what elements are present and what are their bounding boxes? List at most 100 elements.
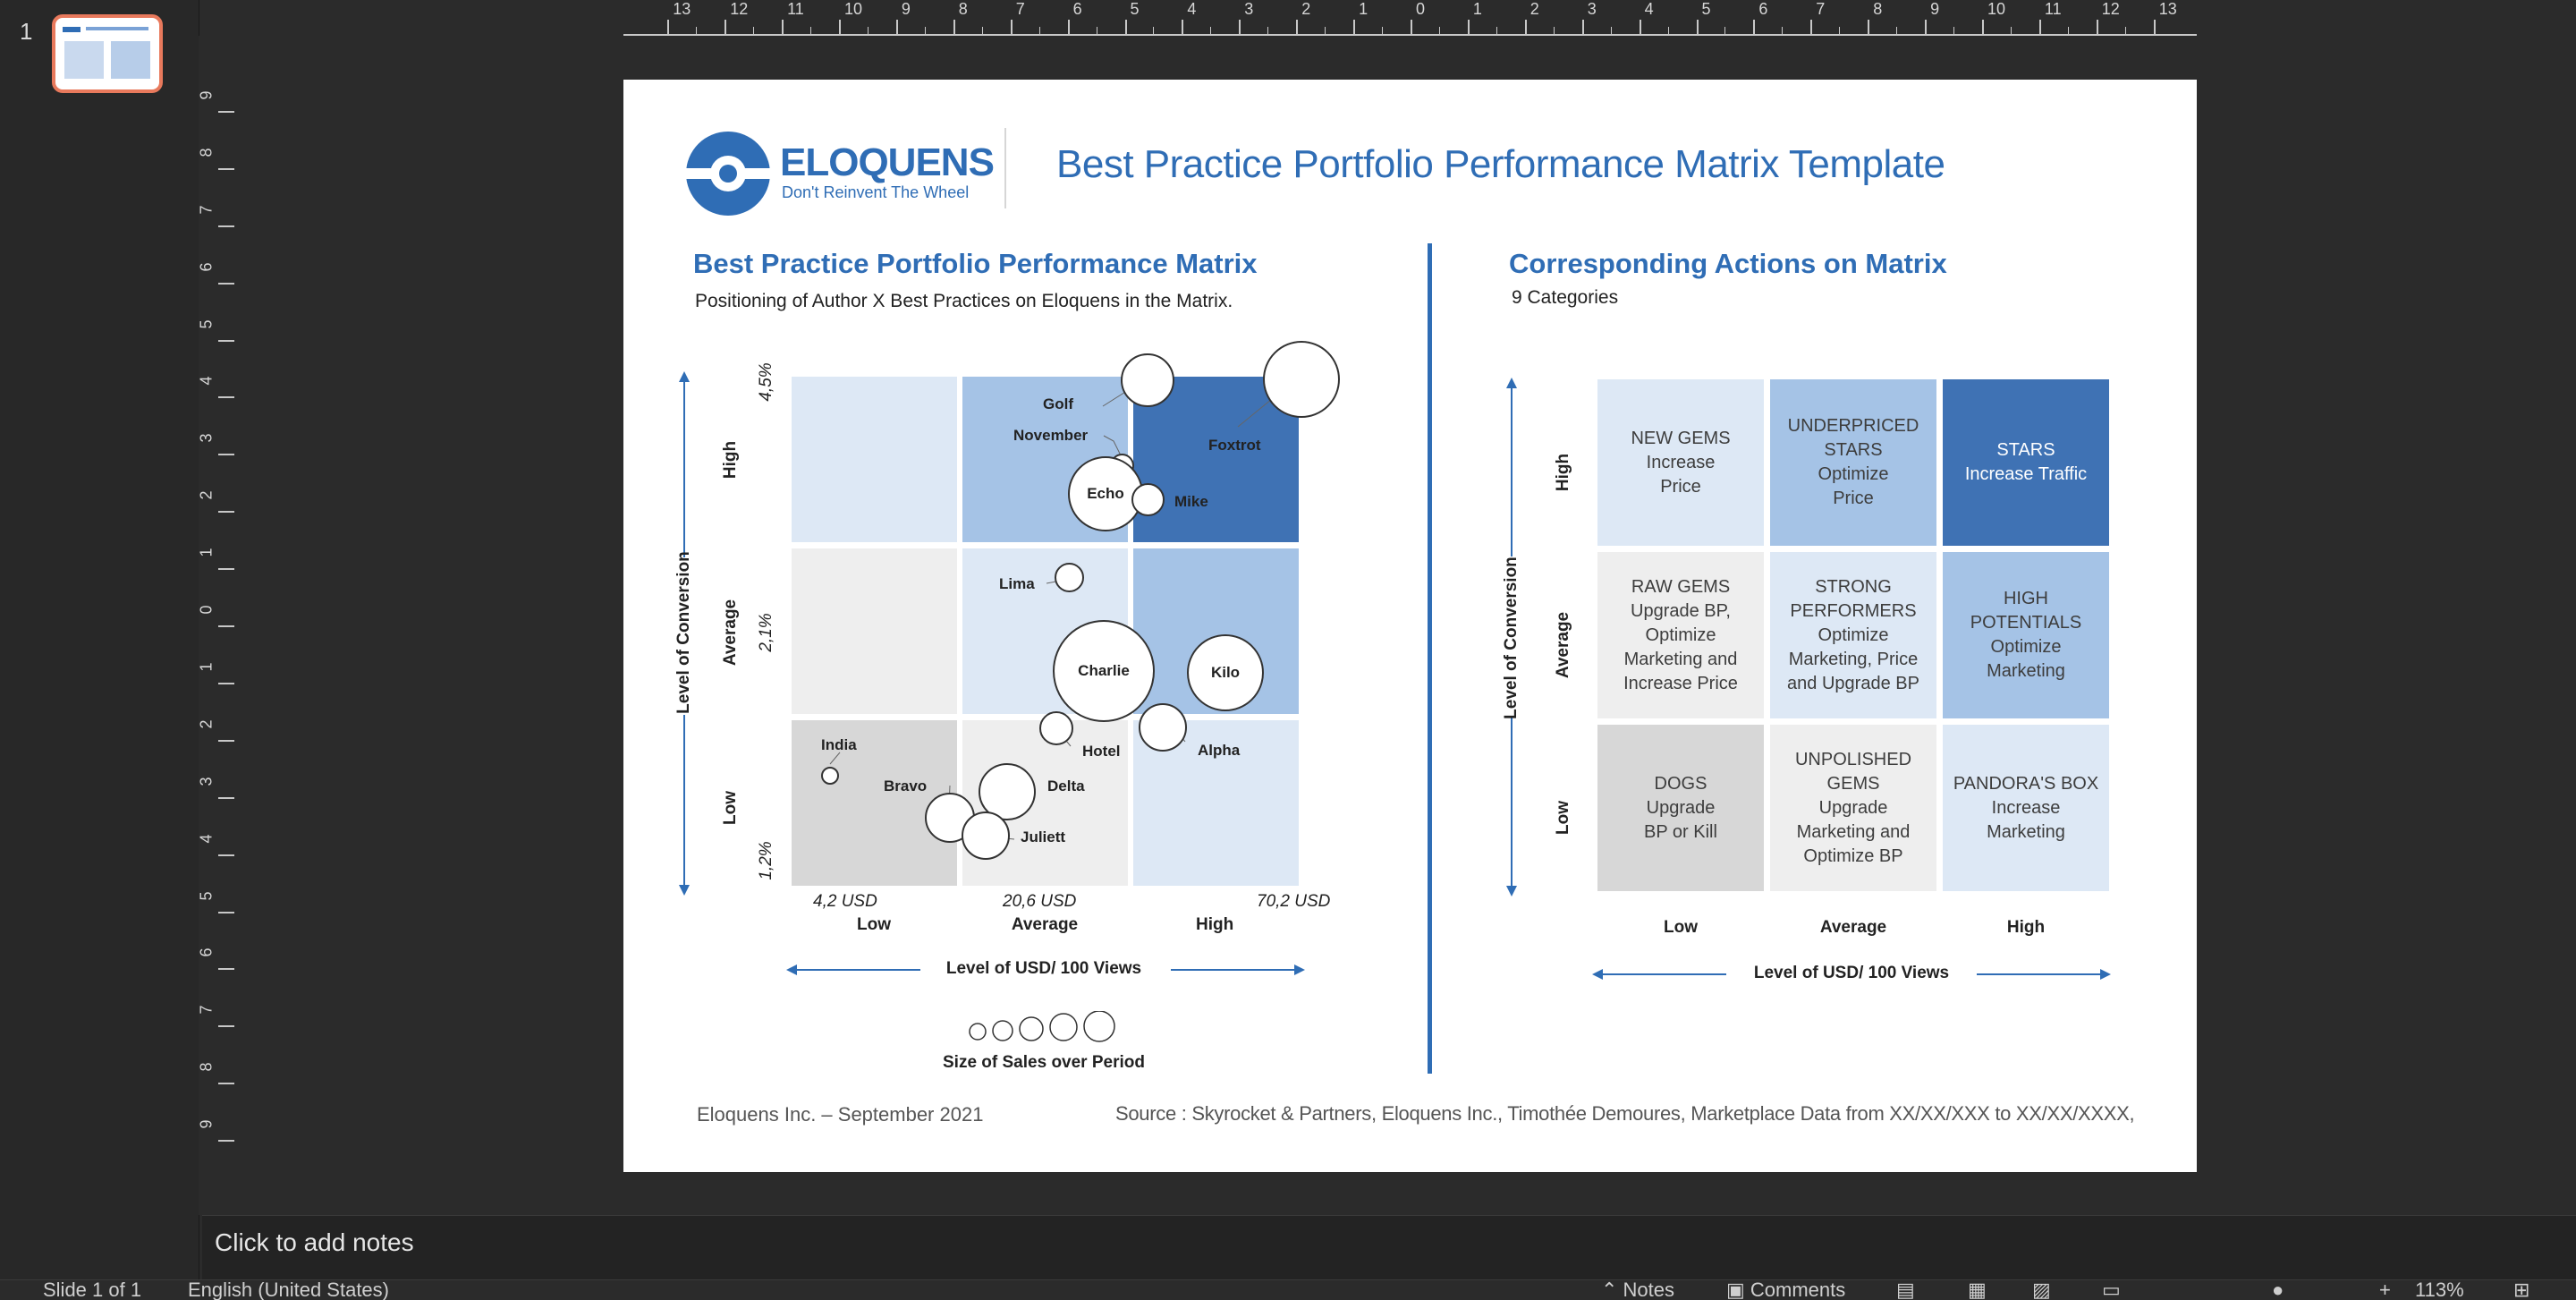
ruler-tick bbox=[218, 911, 234, 913]
bubble-label-juliett: Juliett bbox=[1021, 828, 1066, 845]
logo-wordmark: ELOQUENS bbox=[780, 140, 995, 184]
ruler-tick bbox=[1868, 20, 1870, 36]
ruler-tick bbox=[1411, 20, 1412, 36]
right-x-level-low: Low bbox=[1664, 918, 1698, 937]
right-y-axis-title: Level of Conversion bbox=[1502, 557, 1521, 719]
fit-slide-icon[interactable]: ⊞ bbox=[2513, 1279, 2530, 1300]
action-cell-strong-performers: STRONG PERFORMERS Optimize Marketing, Pr… bbox=[1770, 552, 1936, 718]
y-axis-arrow bbox=[679, 371, 690, 896]
ruler-label: 5 bbox=[1701, 0, 1711, 18]
right-x-level-average: Average bbox=[1819, 918, 1887, 937]
bubble-kilo: Kilo bbox=[1187, 634, 1264, 711]
bubble-india bbox=[821, 767, 839, 785]
ruler-tick bbox=[2096, 20, 2098, 36]
ruler-tick bbox=[1067, 20, 1070, 36]
ruler-minor-tick bbox=[1153, 27, 1155, 36]
ruler-tick bbox=[1639, 20, 1641, 36]
x-axis-arrow bbox=[786, 964, 1305, 975]
ruler-label: 9 bbox=[197, 90, 216, 100]
slide-number: 1 bbox=[20, 18, 33, 45]
reading-view-icon[interactable]: ▨ bbox=[2032, 1279, 2051, 1300]
action-cell-dogs: DOGS Upgrade BP or Kill bbox=[1597, 725, 1764, 891]
ruler-minor-tick bbox=[1325, 27, 1326, 36]
zoom-level[interactable]: 113% bbox=[2415, 1279, 2464, 1300]
ruler-tick bbox=[2153, 20, 2156, 36]
bubble-mike bbox=[1131, 483, 1165, 516]
bubble-label-alpha: Alpha bbox=[1198, 742, 1241, 759]
ruler-tick bbox=[782, 20, 784, 36]
language-indicator[interactable]: English (United States) bbox=[188, 1279, 389, 1300]
notes-pane[interactable]: Click to add notes bbox=[202, 1215, 2576, 1280]
right-y-level-low: Low bbox=[1554, 801, 1572, 835]
notes-button[interactable]: ⌃ Notes bbox=[1601, 1279, 1674, 1300]
ruler-tick bbox=[895, 20, 898, 36]
ruler-tick bbox=[839, 20, 841, 36]
action-cell-unpolished-gems: UNPOLISHED GEMS Upgrade Marketing and Op… bbox=[1770, 725, 1936, 891]
zoom-in-icon[interactable]: + bbox=[2379, 1279, 2391, 1300]
ruler-tick bbox=[1239, 20, 1241, 36]
ruler-label: 3 bbox=[1587, 0, 1597, 18]
ruler-label: 3 bbox=[197, 777, 216, 786]
ruler-label: 9 bbox=[1930, 0, 1940, 18]
bubble-label-lima: Lima bbox=[999, 575, 1035, 592]
ruler-label: 1 bbox=[197, 548, 216, 557]
ruler-label: 5 bbox=[1130, 0, 1140, 18]
ruler-tick bbox=[218, 568, 234, 571]
ruler-tick bbox=[218, 739, 234, 742]
ruler-minor-tick bbox=[2067, 27, 2069, 36]
ruler-label: 2 bbox=[1301, 0, 1311, 18]
ruler-minor-tick bbox=[1496, 27, 1497, 36]
slide-count: Slide 1 of 1 bbox=[43, 1279, 142, 1300]
notes-icon: ⌃ bbox=[1601, 1279, 1623, 1300]
right-x-axis-title: Level of USD/ 100 Views bbox=[1753, 964, 1950, 982]
ruler-tick bbox=[218, 682, 234, 684]
ruler-label: 0 bbox=[1416, 0, 1426, 18]
ruler-label: 0 bbox=[197, 605, 216, 615]
ruler-minor-tick bbox=[981, 27, 983, 36]
ruler-tick bbox=[953, 20, 955, 36]
ruler-tick bbox=[667, 20, 670, 36]
ruler-minor-tick bbox=[1724, 27, 1726, 36]
left-x-level-low: Low bbox=[857, 915, 891, 934]
ruler-label: 7 bbox=[197, 205, 216, 215]
ruler-tick bbox=[218, 1083, 234, 1085]
footer-left: Eloquens Inc. – September 2021 bbox=[697, 1103, 984, 1126]
ruler-label: 7 bbox=[197, 1005, 216, 1015]
right-y-level-high: High bbox=[1554, 453, 1572, 492]
slide-thumbnail[interactable] bbox=[52, 14, 163, 93]
bubble-foxtrot bbox=[1263, 341, 1340, 418]
ruler-tick bbox=[1982, 20, 1984, 36]
ruler-label: 7 bbox=[1015, 0, 1025, 18]
ruler-label: 5 bbox=[197, 319, 216, 329]
ruler-label: 12 bbox=[730, 0, 749, 18]
header-divider bbox=[1004, 128, 1006, 208]
bubble-label-mike: Mike bbox=[1174, 493, 1208, 510]
ruler-tick bbox=[1296, 20, 1299, 36]
slide-canvas[interactable]: ELOQUENS Don't Reinvent The Wheel Best P… bbox=[623, 80, 2197, 1172]
left-x-value-average: 20,6 USD bbox=[1003, 892, 1077, 911]
right-y-level-average: Average bbox=[1554, 611, 1572, 679]
ruler-label: 13 bbox=[673, 0, 691, 18]
ruler-tick bbox=[218, 339, 234, 342]
bubble-charlie: Charlie bbox=[1053, 620, 1155, 722]
bubble-label-bravo: Bravo bbox=[884, 777, 928, 794]
ruler-label: 11 bbox=[787, 0, 804, 18]
zoom-slider-thumb[interactable]: ● bbox=[2272, 1279, 2284, 1300]
comments-button[interactable]: ▣ Comments bbox=[1726, 1279, 1845, 1300]
slideshow-icon[interactable]: ▭ bbox=[2102, 1279, 2121, 1300]
bubble-label-india: India bbox=[821, 736, 857, 753]
normal-view-icon[interactable]: ▤ bbox=[1896, 1279, 1915, 1300]
ruler-minor-tick bbox=[1896, 27, 1898, 36]
ruler-label: 4 bbox=[1187, 0, 1197, 18]
ruler-tick bbox=[1467, 20, 1470, 36]
ruler-minor-tick bbox=[924, 27, 926, 36]
comments-icon: ▣ bbox=[1726, 1279, 1750, 1300]
ruler-label: 6 bbox=[1758, 0, 1768, 18]
bubble-juliett bbox=[962, 811, 1010, 860]
slide-sorter-icon[interactable]: ▦ bbox=[1968, 1279, 1987, 1300]
ruler-minor-tick bbox=[1953, 27, 1955, 36]
notes-placeholder[interactable]: Click to add notes bbox=[215, 1228, 414, 1256]
bubble-label-november: November bbox=[1013, 427, 1089, 444]
action-cell-high-potentials: HIGH POTENTIALS Optimize Marketing bbox=[1943, 552, 2109, 718]
ruler-label: 1 bbox=[1472, 0, 1482, 18]
